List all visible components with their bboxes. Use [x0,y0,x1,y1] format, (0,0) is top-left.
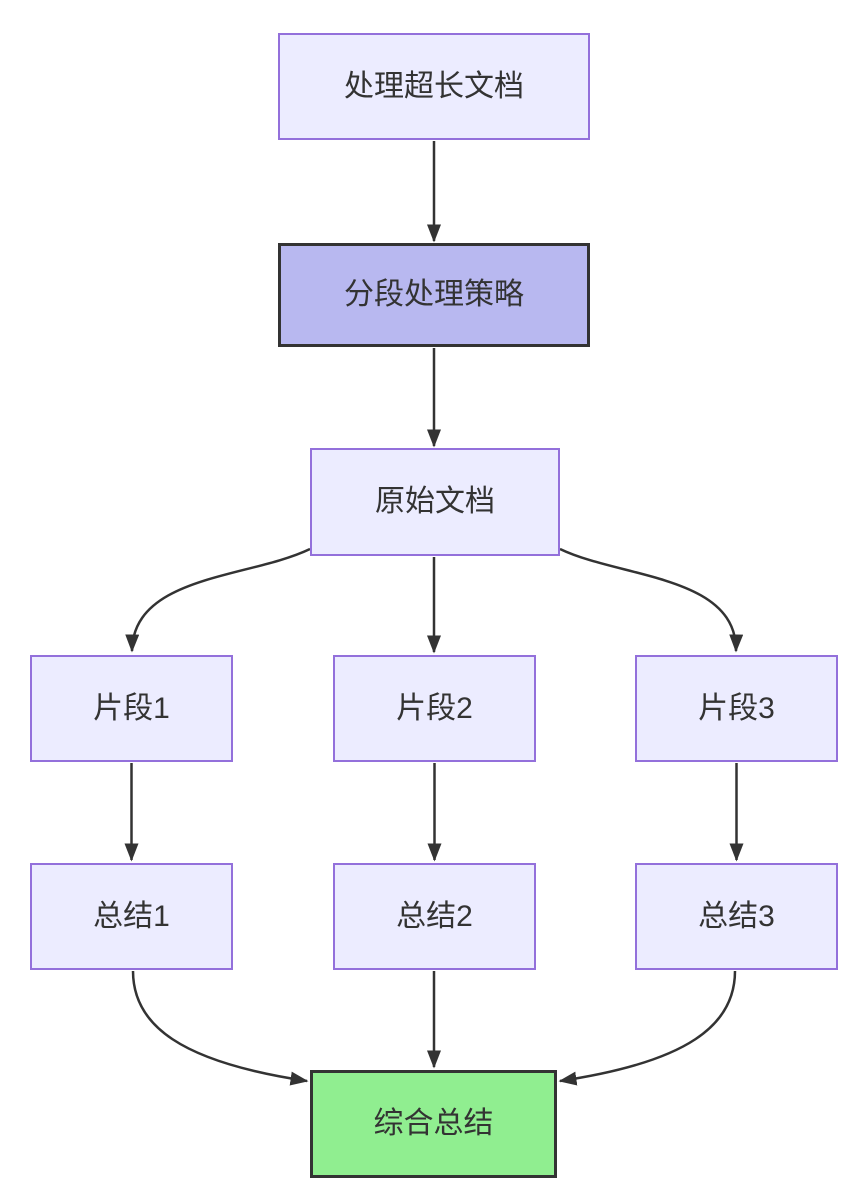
node-final-summary: 综合总结 [310,1070,557,1178]
edge-original-to-fragment-1 [125,547,311,653]
node-label: 片段3 [698,691,775,725]
node-label: 总结1 [93,899,170,933]
node-summary-2: 总结2 [333,863,536,970]
node-fragment-3: 片段3 [635,655,838,762]
node-summary-1: 总结1 [30,863,233,970]
node-fragment-2: 片段2 [333,655,536,762]
node-label: 分段处理策略 [344,278,524,311]
node-label: 原始文档 [375,485,495,518]
node-process-long-doc: 处理超长文档 [278,33,590,140]
node-label: 片段1 [93,691,170,725]
node-label: 综合总结 [373,1107,494,1140]
node-segment-strategy: 分段处理策略 [278,243,590,347]
edge-original-to-fragment-3 [559,547,744,653]
node-label: 总结3 [698,899,775,933]
node-label: 片段2 [396,691,473,725]
node-label: 总结2 [396,899,473,933]
edge-summary-3-to-final [558,970,737,1086]
node-summary-3: 总结3 [635,863,838,970]
node-fragment-1: 片段1 [30,655,233,762]
node-label: 处理超长文档 [344,69,524,103]
edge-summary-1-to-final [131,970,309,1086]
node-original-doc: 原始文档 [310,448,560,556]
